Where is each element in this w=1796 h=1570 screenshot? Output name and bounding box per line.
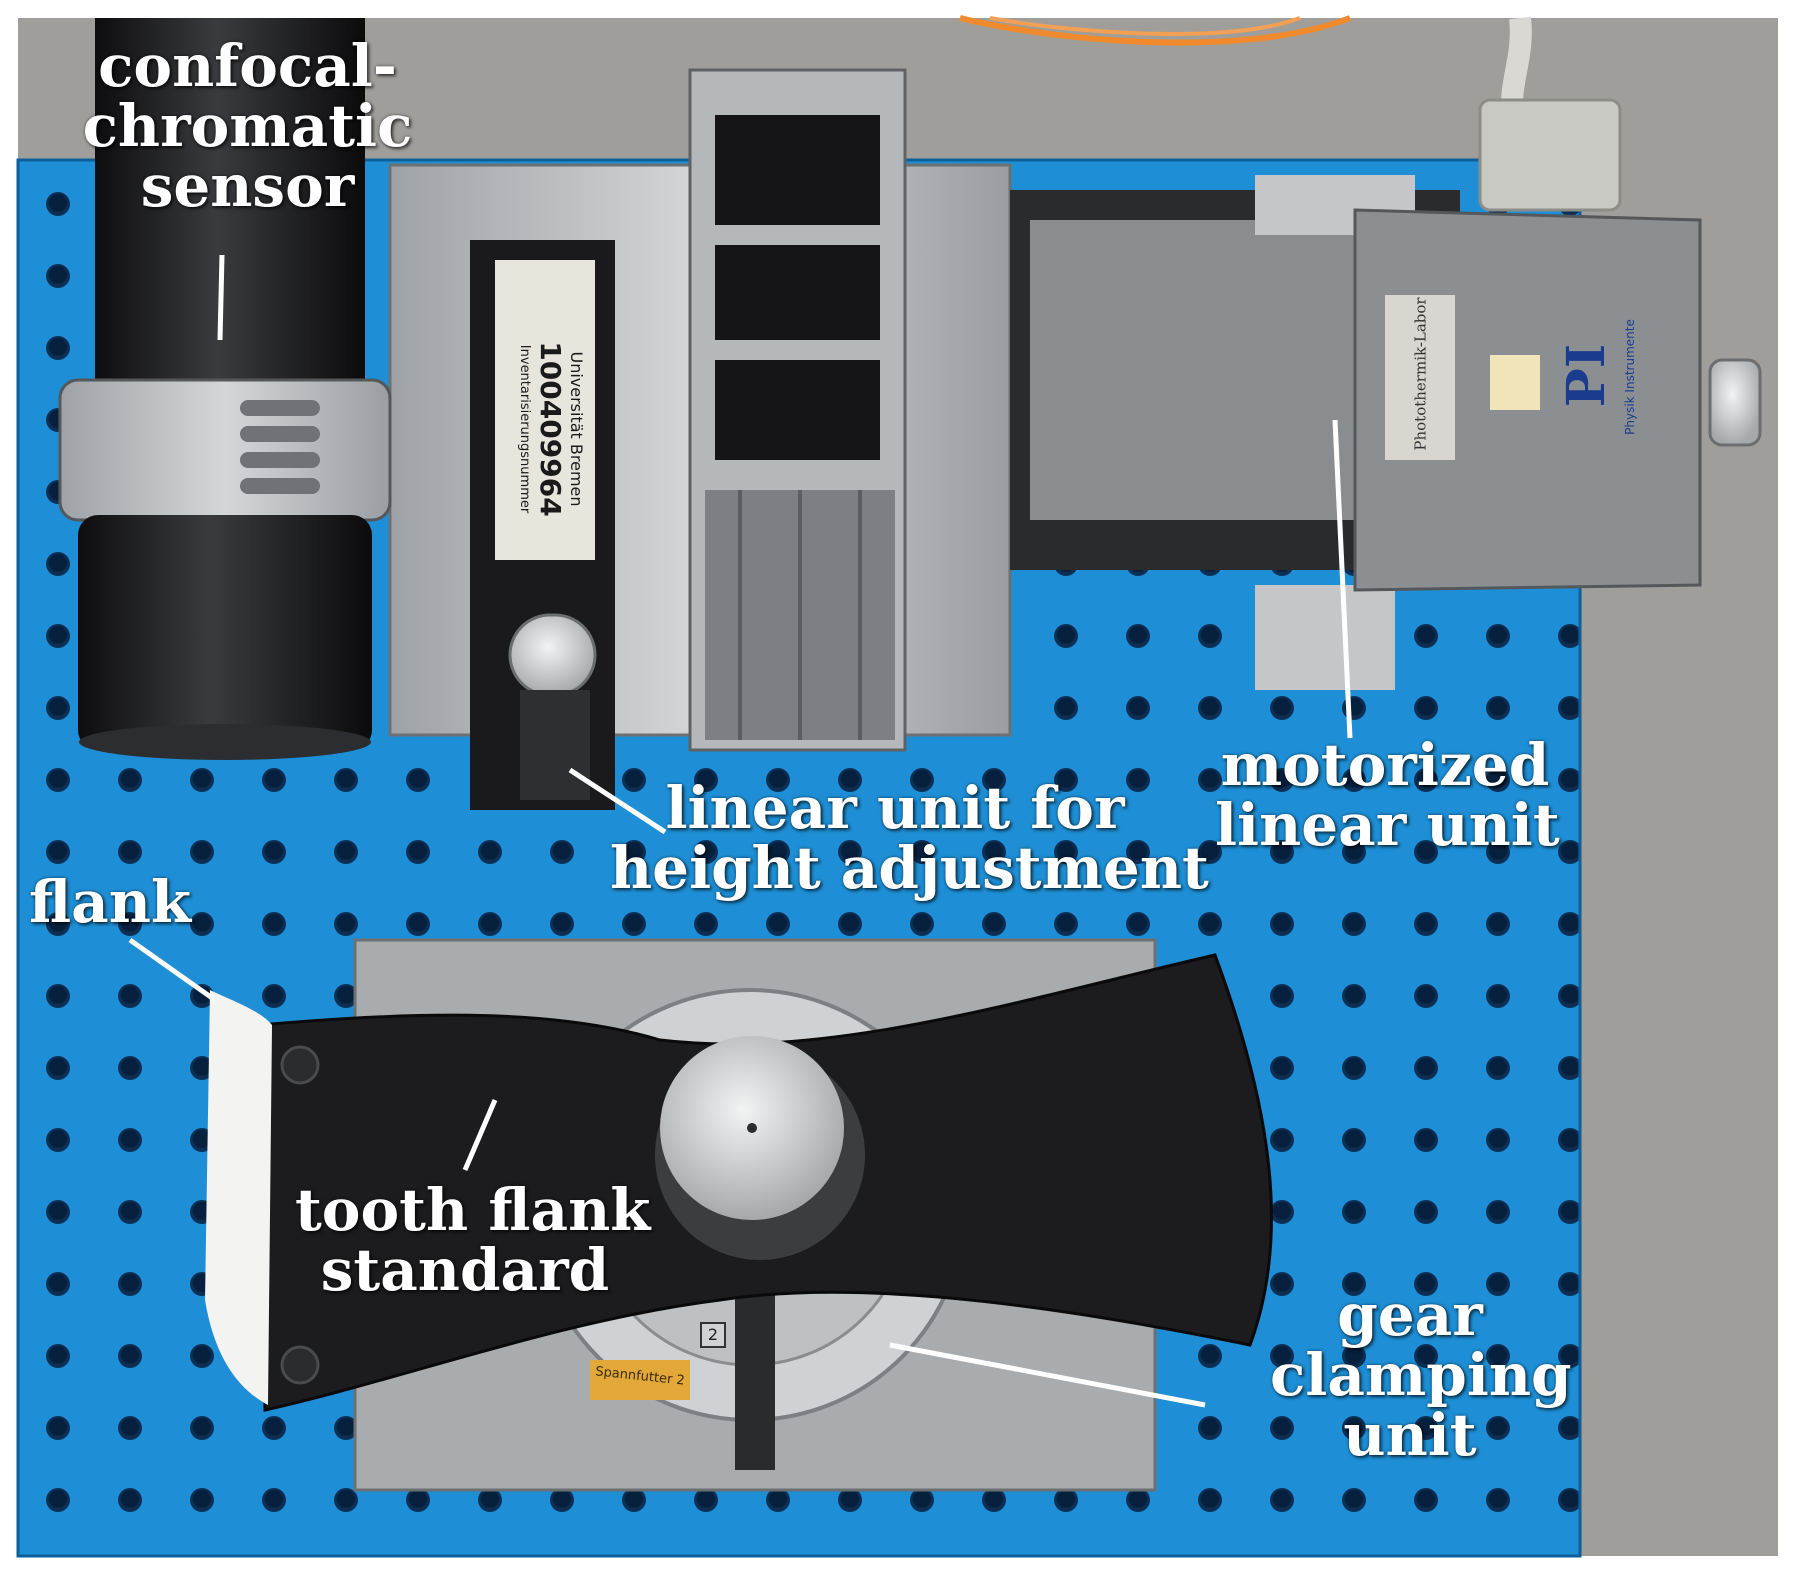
label-flank: flank: [20, 872, 200, 932]
label-line: standard: [320, 1236, 610, 1304]
motorized-linear-unit: [1010, 175, 1762, 690]
leader-clamping: [889, 1342, 1206, 1408]
inventory-number: 100409964: [534, 341, 567, 517]
leader-sensor: [217, 254, 225, 341]
label-line: flank: [28, 868, 192, 936]
leader-standard: [462, 1099, 498, 1171]
label-line: motorized: [1220, 731, 1550, 799]
lab-tag: Photothermik-Labor: [1411, 297, 1430, 451]
leader-lines: [128, 254, 1353, 1408]
label-line: tooth flank: [295, 1176, 651, 1244]
label-gear-clamping-unit: gear clamping unit: [1270, 1281, 1572, 1469]
leader-motorized-unit: [1332, 419, 1353, 739]
height-linear-unit: [470, 240, 615, 810]
leader-flank: [128, 937, 217, 1003]
confocal-sensor: [58, 18, 392, 760]
label-confocal-chromatic-sensor: confocal- chromatic sensor: [75, 36, 420, 216]
fiber-cable: [959, 15, 1352, 46]
brand-logo: PI: [1556, 343, 1618, 408]
inventory-tag: Universität Bremen 100409964 Inventarisi…: [505, 270, 595, 560]
label-line: clamping: [1270, 1341, 1572, 1409]
label-line: chromatic: [82, 92, 413, 160]
aluminium-profile: [688, 68, 907, 752]
label-line: height adjustment: [610, 834, 1209, 902]
label-motorized-linear-unit: motorized linear unit: [1215, 731, 1560, 859]
inventory-note: Inventarisierungsnummer: [517, 344, 532, 514]
brand-name: Physik Instrumente: [1623, 319, 1637, 435]
tooth-flank-standard: [205, 953, 1273, 1412]
label-line: unit: [1343, 1401, 1477, 1469]
jaw-number: 2: [700, 1322, 726, 1348]
label-line: gear: [1337, 1281, 1483, 1349]
label-line: sensor: [140, 152, 355, 220]
label-line: confocal-: [98, 32, 397, 100]
label-line: linear unit: [1215, 791, 1560, 859]
label-linear-unit-height-adjustment: linear unit for height adjustment: [610, 774, 1209, 902]
label-line: linear unit for: [665, 774, 1125, 842]
leader-height-unit: [568, 767, 667, 835]
label-tooth-flank-standard: tooth flank standard: [295, 1176, 651, 1304]
